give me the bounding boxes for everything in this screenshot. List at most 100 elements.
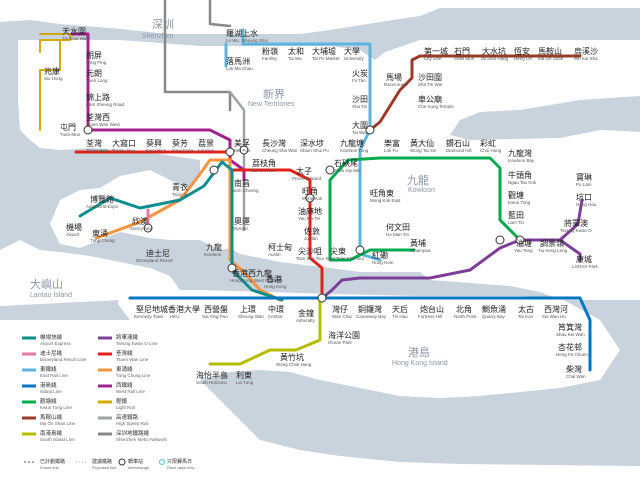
station-label-text: Tsing Yi bbox=[172, 192, 188, 197]
station-label-text: Kowloon Bay bbox=[508, 158, 535, 163]
station-label-text: 坑口 bbox=[576, 192, 592, 202]
station-label-text: 尖沙咀 bbox=[298, 246, 322, 256]
station-label-text: HKU bbox=[170, 314, 180, 319]
line-hsr bbox=[228, 90, 246, 232]
legend-label: 南港島綫 bbox=[40, 429, 63, 437]
station-label-text: Olympic bbox=[232, 226, 249, 231]
line-south-island bbox=[208, 298, 322, 366]
legend-label-en: Light Rail bbox=[116, 405, 135, 410]
station-label-text: 粉嶺 bbox=[262, 46, 278, 56]
station-label-text: City One bbox=[424, 56, 442, 61]
legend-label-en: Island Line bbox=[40, 389, 62, 394]
station-label-text: Airport bbox=[66, 232, 80, 237]
station-label-text: 油麻地 bbox=[298, 206, 322, 216]
station-label-text: 朗屏 bbox=[86, 50, 102, 60]
station-label-text: 兆康 bbox=[44, 66, 60, 76]
legend-label-en: Tsuen Wan Line bbox=[116, 357, 149, 362]
station-label-text: Central bbox=[268, 314, 283, 319]
station-dot bbox=[209, 165, 219, 175]
station-label-text: Kwai Hing bbox=[146, 148, 167, 153]
legend-label: 機場快綫 bbox=[40, 333, 63, 341]
legend-label: 東鐵綫 bbox=[40, 365, 57, 373]
station-label-text: 大學 bbox=[344, 46, 360, 56]
station-label-text: Ma On Shan bbox=[538, 56, 564, 61]
station-label-text: Po Lam bbox=[576, 182, 592, 187]
station-label-text: 香港大學 bbox=[168, 304, 200, 314]
station-label-text: Shek Mun bbox=[454, 56, 475, 61]
station-label-text: 黃竹坑 bbox=[280, 352, 304, 362]
interchange-icon bbox=[118, 458, 126, 466]
line-kwun-tong bbox=[328, 156, 562, 262]
station-label-text: 葵興 bbox=[146, 138, 162, 148]
station-label-text: Sheung Wan bbox=[238, 314, 264, 319]
legend-label: 觀塘綫 bbox=[40, 397, 57, 405]
station-label-text: Lai Chi Kok bbox=[252, 168, 276, 173]
station-label-text: AsiaWorld-Expo bbox=[86, 204, 119, 209]
station-dot bbox=[495, 235, 505, 245]
station-label-text: Che Kung Temple bbox=[418, 104, 454, 109]
station-label-text: 炮台山 bbox=[420, 304, 444, 314]
region-nt-en: New Territories bbox=[248, 101, 295, 108]
line-tseung-kwan-o bbox=[318, 198, 584, 302]
station-label-text: Hang Hau bbox=[576, 202, 597, 207]
station-label-text: 美孚 bbox=[234, 138, 250, 148]
station-label-text: Causeway Bay bbox=[356, 314, 387, 319]
station-dot bbox=[515, 235, 525, 245]
station-label-text: 荃灣西 bbox=[86, 112, 110, 122]
station-label-text: Chai Wan bbox=[566, 374, 586, 379]
legend-label: 西鐵綫 bbox=[116, 381, 133, 389]
station-label-text: 沙田 bbox=[352, 95, 368, 104]
station-label-text: 石門 bbox=[454, 47, 470, 56]
station-label-text: Fortress Hill bbox=[418, 314, 442, 319]
station-label-text: Austin bbox=[268, 252, 281, 257]
station-label-text: Ocean Park bbox=[328, 340, 353, 345]
station-label-text: 海怡半島 bbox=[196, 370, 228, 380]
station-label-text: 太古 bbox=[518, 304, 534, 314]
station-label-text: 葵芳 bbox=[172, 138, 188, 148]
station-dot bbox=[83, 125, 93, 135]
legend-label: 東涌綫 bbox=[116, 365, 133, 373]
station-label-text: Tsuen Wan bbox=[86, 148, 109, 153]
line-light-rail bbox=[39, 33, 71, 131]
station-label-text: Wong Tai Sin bbox=[410, 148, 437, 153]
station-label-text: 香港西九龍 bbox=[232, 268, 272, 278]
legend-label-en: West Rail Line bbox=[116, 389, 145, 394]
station-label-text: Prince Edward bbox=[292, 176, 322, 181]
station-label-text: LOHAS Park bbox=[572, 264, 599, 269]
station-label-text: 彩虹 bbox=[480, 138, 496, 148]
